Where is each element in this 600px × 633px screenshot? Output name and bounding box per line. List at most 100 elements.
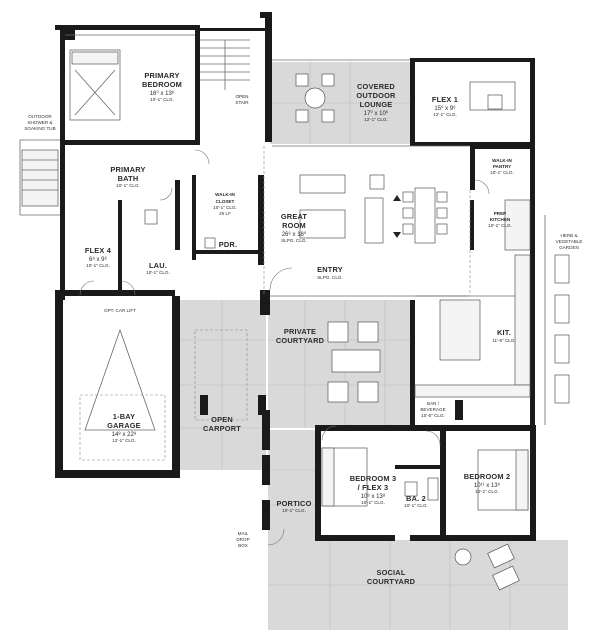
bedroom2-ceiling: 10'-1" CLG. bbox=[475, 489, 499, 494]
walk-in-pantry-name: PANTRY bbox=[493, 164, 511, 169]
open-stair-name: STAIR bbox=[235, 100, 249, 105]
lounge-table bbox=[304, 87, 326, 109]
flex1-name: FLEX 1 bbox=[432, 95, 458, 104]
prep-kitchen-ceiling: 10'-1" CLG. bbox=[488, 223, 512, 228]
kitchen-ceiling: 11'-6" CLG. bbox=[492, 338, 515, 343]
outdoor-shower-grate bbox=[21, 149, 59, 207]
primary-bedroom-ceiling: 10'-1" CLG. bbox=[150, 97, 174, 102]
great-room-ceiling: SLPG. CLG. bbox=[281, 238, 307, 243]
open-carport-name: CARPORT bbox=[203, 424, 241, 433]
bar-beverage-ceiling: 10'-6" CLG. bbox=[421, 413, 445, 418]
great-room-arrows bbox=[393, 195, 401, 238]
primary-bath-ceiling: 10'-1" CLG. bbox=[116, 183, 140, 188]
car-lift-note: OPT. CAR LIFT bbox=[104, 308, 136, 313]
closet-length-note: 25 LF bbox=[219, 211, 231, 216]
mail-drop-note: BOX bbox=[238, 543, 248, 548]
herb-garden-name: HERB & bbox=[560, 233, 577, 238]
outdoor-shower-note: OUTDOOR bbox=[28, 114, 52, 119]
outdoor-shower-note: SOAKING TUB bbox=[24, 126, 55, 131]
walls bbox=[55, 12, 536, 541]
open-carport-name: OPEN bbox=[211, 415, 233, 424]
kitchen-island bbox=[439, 299, 481, 361]
garage-ceiling: 12'-1" CLG. bbox=[112, 438, 136, 443]
garden-bed bbox=[554, 374, 570, 404]
laundry-ceiling: 10'-1" CLG. bbox=[146, 270, 170, 275]
dining-table bbox=[414, 187, 436, 244]
great-room-name: GREAT bbox=[281, 212, 308, 221]
prep-kitchen-name: PREP bbox=[494, 211, 507, 216]
bar-beverage-name: BEVERAGE bbox=[420, 407, 445, 412]
social-courtyard-name: SOCIAL bbox=[376, 568, 405, 577]
walk-in-pantry-ceiling: 10'-1" CLG. bbox=[490, 170, 514, 175]
bedroom3-name: BEDROOM 3 bbox=[350, 474, 397, 483]
prep-counter bbox=[504, 199, 531, 251]
bedroom3-name: / FLEX 3 bbox=[358, 483, 389, 492]
covered-lounge-name: COVERED bbox=[357, 82, 395, 91]
bar-counter bbox=[414, 384, 531, 398]
covered-lounge-ceiling: 12'-1" CLG. bbox=[364, 117, 388, 122]
garden-bed bbox=[554, 254, 570, 284]
social-courtyard-name: COURTYARD bbox=[367, 577, 416, 586]
room-labels: PRIMARY BEDROOM 16⁰ x 13⁶ 10'-1" CLG. OP… bbox=[24, 71, 582, 586]
courtyard-table bbox=[331, 349, 381, 373]
primary-bath-name: BATH bbox=[118, 174, 139, 183]
garden-bed bbox=[554, 294, 570, 324]
private-courtyard-name: COURTYARD bbox=[276, 336, 325, 345]
great-room-name: ROOM bbox=[282, 221, 306, 230]
bath2-name: BA. 2 bbox=[406, 494, 426, 503]
herb-garden-name: VEGETABLE bbox=[556, 239, 583, 244]
garage-dims: 14⁸ x 22⁸ bbox=[112, 431, 137, 438]
garden-bed bbox=[554, 334, 570, 364]
outdoor-shower-note: SHOWER & bbox=[27, 120, 52, 125]
walk-in-closet-ceiling: 10'-1" CLG. bbox=[213, 205, 237, 210]
prep-kitchen-name: KITCHEN bbox=[490, 217, 511, 222]
powder-name: PDR. bbox=[219, 240, 237, 249]
mail-drop-note: DROP bbox=[236, 537, 249, 542]
flex4-name: FLEX 4 bbox=[85, 246, 112, 255]
carport-car bbox=[194, 329, 248, 421]
walk-in-closet-name: WALK-IN bbox=[215, 192, 235, 197]
great-room-sofa bbox=[299, 174, 346, 194]
entry-ceiling: SLPG. CLG. bbox=[317, 275, 343, 280]
covered-lounge-name: OUTDOOR bbox=[356, 91, 396, 100]
portico-ceiling: 10'-1" CLG. bbox=[282, 508, 306, 513]
covered-lounge-dims: 17⁰ x 10⁰ bbox=[364, 110, 389, 117]
bedroom3-ceiling: 10'-1" CLG. bbox=[361, 500, 385, 505]
bedroom2-name: BEDROOM 2 bbox=[464, 472, 511, 481]
primary-bedroom-name: BEDROOM bbox=[142, 80, 182, 89]
walk-in-closet-name: CLOSET bbox=[216, 199, 235, 204]
open-stair-name: OPEN bbox=[235, 94, 248, 99]
walk-in-pantry-name: WALK-IN bbox=[492, 158, 512, 163]
detail-lines bbox=[19, 34, 570, 425]
covered-lounge-name: LOUNGE bbox=[360, 100, 393, 109]
laundry-name: LAU. bbox=[149, 261, 167, 270]
garage-name: 1-BAY bbox=[113, 412, 136, 421]
great-room-dims: 26⁶ x 18⁰ bbox=[282, 231, 307, 238]
social-courtyard-table bbox=[454, 548, 472, 566]
stair-treads bbox=[200, 39, 250, 90]
private-courtyard-name: PRIVATE bbox=[284, 327, 316, 336]
door-swings bbox=[79, 149, 490, 546]
portico-name: PORTICO bbox=[276, 499, 311, 508]
entry-name: ENTRY bbox=[317, 265, 343, 274]
primary-bedroom-dims: 16⁰ x 13⁶ bbox=[150, 90, 175, 97]
car-lift-outline bbox=[84, 328, 156, 431]
kitchen-counter bbox=[514, 254, 531, 386]
bath2-ceiling: 10'-1" CLG. bbox=[404, 503, 428, 508]
furniture bbox=[69, 49, 529, 591]
bar-beverage-name: BAR / bbox=[427, 401, 440, 406]
kitchen-name: KIT. bbox=[497, 328, 511, 337]
primary-bedroom-name: PRIMARY bbox=[144, 71, 179, 80]
flex4-dims: 6⁸ x 9⁶ bbox=[89, 256, 108, 263]
primary-bath-name: PRIMARY bbox=[110, 165, 145, 174]
bedroom3-dims: 10⁸ x 13⁸ bbox=[361, 493, 386, 500]
flex1-dims: 15⁰ x 9⁶ bbox=[434, 105, 456, 112]
flex4-ceiling: 10'-1" CLG. bbox=[86, 263, 110, 268]
powder-ceiling: 10'-1" CLG. bbox=[216, 249, 240, 254]
paving-grid bbox=[180, 62, 568, 630]
bedroom2-dims: 10¹¹ x 13⁶ bbox=[474, 482, 501, 489]
herb-garden-name: GARDEN bbox=[559, 245, 579, 250]
garage-name: GARAGE bbox=[107, 421, 141, 430]
flex1-ceiling: 12'-1" CLG. bbox=[433, 112, 457, 117]
